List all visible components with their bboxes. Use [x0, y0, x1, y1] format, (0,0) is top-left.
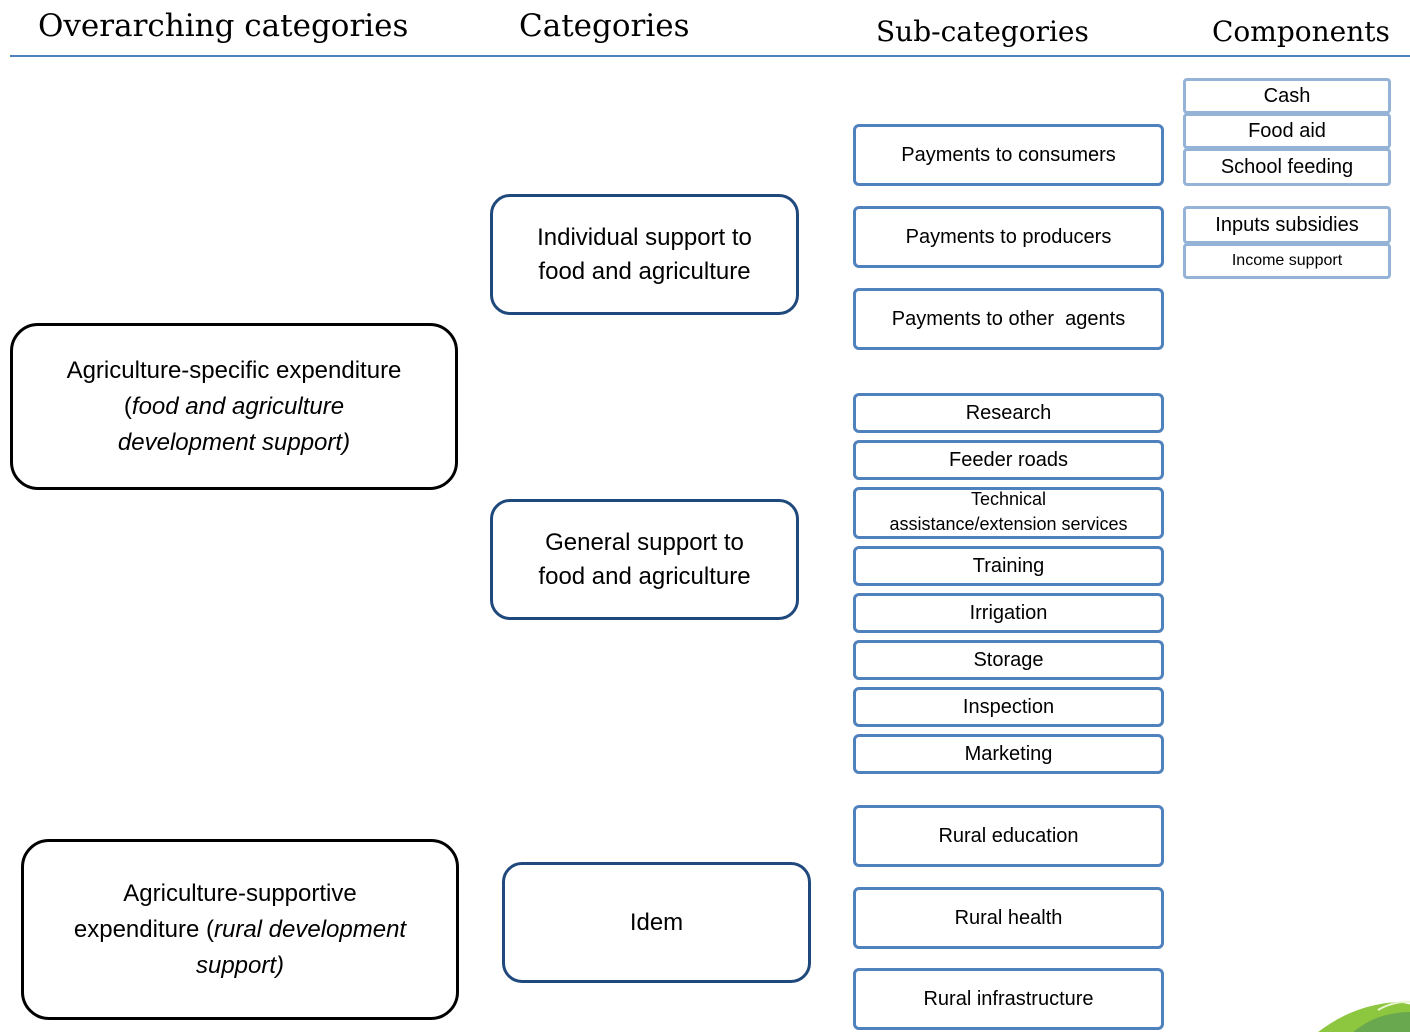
header-categories: Categories	[519, 8, 690, 44]
subcategory-rural-health-label: Rural health	[954, 906, 1063, 929]
overarching-supportive-line2-plain: expenditure (	[73, 915, 214, 943]
subcategory-payments-other-agents-label: Payments to other agents	[891, 307, 1126, 330]
category-general-line2: food and agriculture	[538, 562, 751, 590]
category-general-line1: General support to	[545, 528, 744, 556]
subcategory-rural-infrastructure: Rural infrastructure	[853, 968, 1164, 1030]
overarching-supportive-line3: support)	[195, 951, 285, 979]
overarching-specific-line2: food and agriculture	[131, 392, 345, 420]
subcategory-payments-producers-label: Payments to producers	[905, 225, 1112, 248]
subcategory-feeder-roads-label: Feeder roads	[949, 448, 1068, 471]
component-inputs-subsidies-label: Inputs subsidies	[1215, 213, 1359, 236]
component-school-feeding-label: School feeding	[1220, 155, 1354, 178]
subcategory-payments-consumers-label: Payments to consumers	[901, 143, 1116, 166]
component-food-aid: Food aid	[1183, 113, 1391, 149]
subcategory-storage: Storage	[853, 640, 1164, 680]
subcategory-technical-assistance: Technical assistance/extension services	[853, 487, 1164, 539]
header-divider	[10, 55, 1410, 57]
overarching-agriculture-supportive: Agriculture-supportive expenditure (rura…	[21, 839, 459, 1020]
header-components: Components	[1212, 15, 1390, 48]
subcategory-training: Training	[853, 546, 1164, 586]
logo-icon	[1318, 1000, 1410, 1032]
subcategory-marketing-label: Marketing	[964, 742, 1053, 765]
category-individual-support: Individual support to food and agricultu…	[490, 194, 799, 315]
category-individual-line1: Individual support to	[537, 223, 752, 251]
overarching-supportive-line1: Agriculture-supportive	[123, 879, 357, 907]
subcategory-research-label: Research	[965, 401, 1052, 424]
subcategory-rural-education: Rural education	[853, 805, 1164, 867]
subcategory-inspection-label: Inspection	[962, 695, 1055, 718]
component-cash-label: Cash	[1263, 84, 1311, 107]
overarching-specific-line3: development support)	[117, 428, 351, 456]
subcategory-research: Research	[853, 393, 1164, 433]
header-subcategories: Sub-categories	[876, 15, 1089, 48]
component-inputs-subsidies: Inputs subsidies	[1183, 206, 1391, 244]
component-food-aid-label: Food aid	[1248, 119, 1326, 142]
subcategory-rural-infrastructure-label: Rural infrastructure	[923, 987, 1094, 1010]
subcategory-feeder-roads: Feeder roads	[853, 440, 1164, 480]
component-income-support: Income support	[1183, 243, 1391, 279]
category-idem-label: Idem	[629, 908, 684, 936]
subcategory-technical-line1: Technical	[970, 489, 1047, 509]
subcategory-payments-consumers: Payments to consumers	[853, 124, 1164, 186]
subcategory-irrigation-label: Irrigation	[969, 601, 1048, 624]
category-idem: Idem	[502, 862, 811, 983]
subcategory-storage-label: Storage	[973, 648, 1044, 671]
subcategory-rural-education-label: Rural education	[938, 824, 1079, 847]
subcategory-rural-health: Rural health	[853, 887, 1164, 949]
category-individual-line2: food and agriculture	[538, 257, 751, 285]
overarching-specific-paren: (	[123, 392, 132, 420]
component-school-feeding: School feeding	[1183, 148, 1391, 186]
subcategory-technical-line2: assistance/extension services	[889, 514, 1128, 534]
subcategory-payments-other-agents: Payments to other agents	[853, 288, 1164, 350]
subcategory-inspection: Inspection	[853, 687, 1164, 727]
component-cash: Cash	[1183, 78, 1391, 114]
subcategory-training-label: Training	[972, 554, 1045, 577]
header-overarching: Overarching categories	[38, 8, 409, 44]
overarching-agriculture-specific: Agriculture-specific expenditure (food a…	[10, 323, 458, 490]
subcategory-payments-producers: Payments to producers	[853, 206, 1164, 268]
category-general-support: General support to food and agriculture	[490, 499, 799, 620]
subcategory-marketing: Marketing	[853, 734, 1164, 774]
overarching-specific-line1: Agriculture-specific expenditure	[66, 356, 402, 384]
subcategory-irrigation: Irrigation	[853, 593, 1164, 633]
component-income-support-label: Income support	[1231, 252, 1343, 269]
overarching-supportive-line2-italic: rural development	[213, 915, 407, 943]
